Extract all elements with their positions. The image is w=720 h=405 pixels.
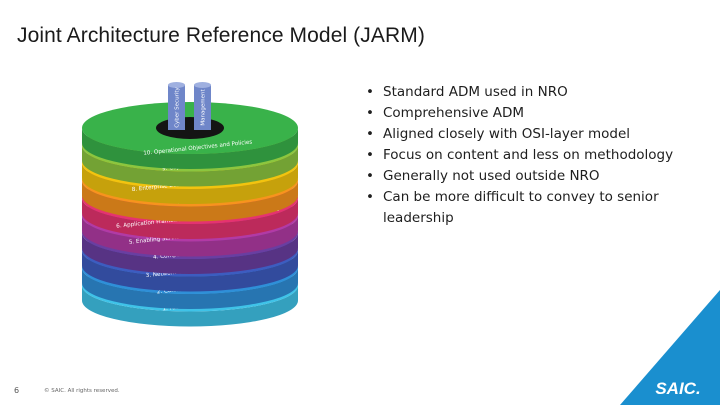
bullet-item: Standard ADM used in NRO [366,82,696,103]
stack-layer-side [82,163,298,204]
copyright-notice: © SAIC. All rights reserved. [44,388,120,394]
stack-layer-side [82,233,298,274]
logo-text: SAIC. [655,379,700,398]
stack-layer-side [82,180,298,222]
saic-logo: SAIC. [620,290,720,405]
stack-center-hole [156,117,224,139]
stack-layer-side [82,268,298,309]
bullet-item: Aligned closely with OSI-layer model [366,124,696,145]
pillar-body [168,85,185,130]
pillar-cap [168,82,185,88]
pillar-label: Management [201,89,207,126]
page-number: 6 [14,386,20,395]
logo-triangle [620,290,720,405]
bullet-list: Standard ADM used in NRO Comprehensive A… [366,82,696,229]
stack-layer-side [82,250,298,292]
pillar-body [194,85,211,130]
pillar-cap [194,82,211,88]
stack-layer-side [82,198,298,239]
stack-layer-side [82,215,298,257]
stack-layer-side [82,128,298,169]
vertical-pillar: Management [194,82,211,130]
stack-layer-side [82,285,298,327]
stack-layer-side [82,145,298,187]
jarm-layer-stack-diagram: 1. Facilities Infrastructure2. Connectiv… [82,82,298,327]
bullet-item: Can be more difficult to convey to senio… [366,187,696,229]
vertical-pillar: Cyber Security [168,82,185,130]
bullet-item: Focus on content and less on methodology [366,145,696,166]
bullet-item: Comprehensive ADM [366,103,696,124]
bullet-item: Generally not used outside NRO [366,166,696,187]
pillar-label: Cyber Security [175,86,181,127]
slide-title: Joint Architecture Reference Model (JARM… [17,24,425,47]
